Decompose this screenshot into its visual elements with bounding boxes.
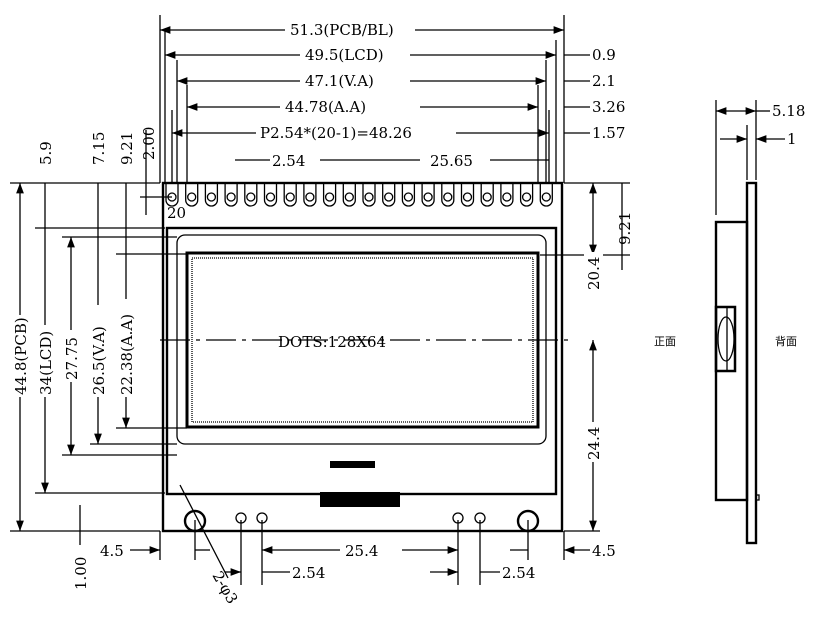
pin-20-label: 20 [167, 204, 186, 222]
pin-pad [303, 183, 317, 207]
pin-hole [403, 192, 414, 202]
pin-hole [226, 192, 236, 202]
dim-20-4: 20.4 [585, 257, 603, 290]
back-label: 背面 [775, 334, 797, 348]
dim-3-26: 3.26 [592, 98, 625, 116]
pin-pad [401, 183, 416, 207]
pin-pad [224, 183, 238, 207]
lcd-outline [165, 226, 558, 496]
dim-pitch: 2.54 [272, 152, 305, 170]
dim-right-pitch: 2.54 [502, 564, 535, 582]
pin-pad [185, 183, 199, 207]
dim-va-height: 26.5(V.A) [90, 326, 108, 395]
dim-1-57: 1.57 [592, 124, 625, 142]
pin-pad [460, 183, 475, 207]
pin-hole [502, 192, 512, 202]
dim-right-9-21: 9.21 [616, 212, 634, 245]
pin-pad [283, 183, 297, 207]
dim-pcb-height: 44.8(PCB) [12, 317, 30, 395]
top-dimensions: 51.3(PCB/BL) 49.5(LCD) 47.1(V.A) 44.78(A… [159, 15, 625, 183]
dim-right-4-5: 4.5 [592, 542, 616, 560]
pin-pad [322, 183, 337, 207]
dim-1-00: 1.00 [72, 557, 90, 590]
left-dimensions: 44.8(PCB) 34(LCD) 27.75 26.5(V.A) 22.38(… [10, 127, 187, 532]
pin-hole [384, 192, 394, 202]
dim-left-pitch: 2.54 [292, 564, 325, 582]
dim-lcd-width: 49.5(LCD) [305, 46, 384, 64]
pin-pad [500, 183, 514, 207]
pin-hole [246, 192, 256, 202]
pin-pad [165, 183, 179, 207]
dim-27-75: 27.75 [63, 337, 81, 380]
pin-pad [441, 183, 455, 207]
front-label: 正面 [654, 335, 676, 348]
front-view: DOTS:128X64 20 [160, 181, 570, 533]
dim-5-9: 5.9 [37, 141, 55, 165]
pin-pad [382, 183, 396, 207]
pin-hole [305, 192, 315, 202]
pin-pad [362, 183, 376, 207]
dim-aa-height: 22.38(A.A) [118, 314, 136, 395]
pin-pad [342, 183, 356, 207]
pin-hole [285, 192, 295, 202]
pin-pad [519, 183, 534, 207]
pin-pad [263, 183, 278, 207]
pin-hole [364, 192, 374, 202]
dim-9-21: 9.21 [118, 132, 136, 165]
dim-left-4-5: 4.5 [100, 542, 124, 560]
dim-pcb-thickness: 1 [787, 130, 797, 148]
side-view: 5.18 1 正面 背面 [654, 100, 805, 545]
pin-pad [204, 183, 219, 207]
pin-hole [324, 192, 335, 202]
pin-hole [521, 192, 532, 202]
dots-label: DOTS:128X64 [278, 333, 386, 351]
pin-pad [539, 183, 553, 207]
pin-hole [265, 192, 276, 202]
dim-24-4: 24.4 [585, 427, 603, 460]
pin-hole [443, 192, 453, 202]
dim-thickness: 5.18 [772, 102, 805, 120]
backlight-tab [320, 492, 400, 507]
dim-aa-width: 44.78(A.A) [285, 98, 366, 116]
pin-hole [344, 192, 354, 202]
pin-hole [482, 192, 492, 202]
pin-pad [244, 183, 258, 207]
dim-0-9: 0.9 [592, 46, 616, 64]
dim-holes: 2-φ3 [209, 568, 242, 607]
right-dimensions: 9.21 20.4 24.4 [540, 182, 634, 532]
dim-2-00: 2.00 [140, 127, 158, 160]
pin-hole [423, 192, 433, 202]
dim-7-15: 7.15 [90, 132, 108, 165]
dim-va-width: 47.1(V.A) [305, 72, 374, 90]
dim-pin-span: P2.54*(20-1)=48.26 [260, 124, 412, 142]
dim-lcd-height: 34(LCD) [37, 331, 55, 395]
pin-hole [541, 192, 551, 202]
dim-pcb-width: 51.3(PCB/BL) [290, 21, 394, 39]
led-connector [330, 461, 375, 468]
bottom-dimensions: 25.4 4.5 4.5 2.54 2.54 2-φ3 1.00 [72, 484, 616, 607]
pin-pad [421, 183, 435, 207]
dim-25-4: 25.4 [345, 542, 378, 560]
dim-2-1: 2.1 [592, 72, 616, 90]
pin-hole [462, 192, 473, 202]
pin-pad [480, 183, 494, 207]
dim-25-65: 25.65 [430, 152, 473, 170]
pin-row [165, 183, 553, 207]
pin-hole [206, 192, 217, 202]
pin-hole [187, 192, 197, 202]
